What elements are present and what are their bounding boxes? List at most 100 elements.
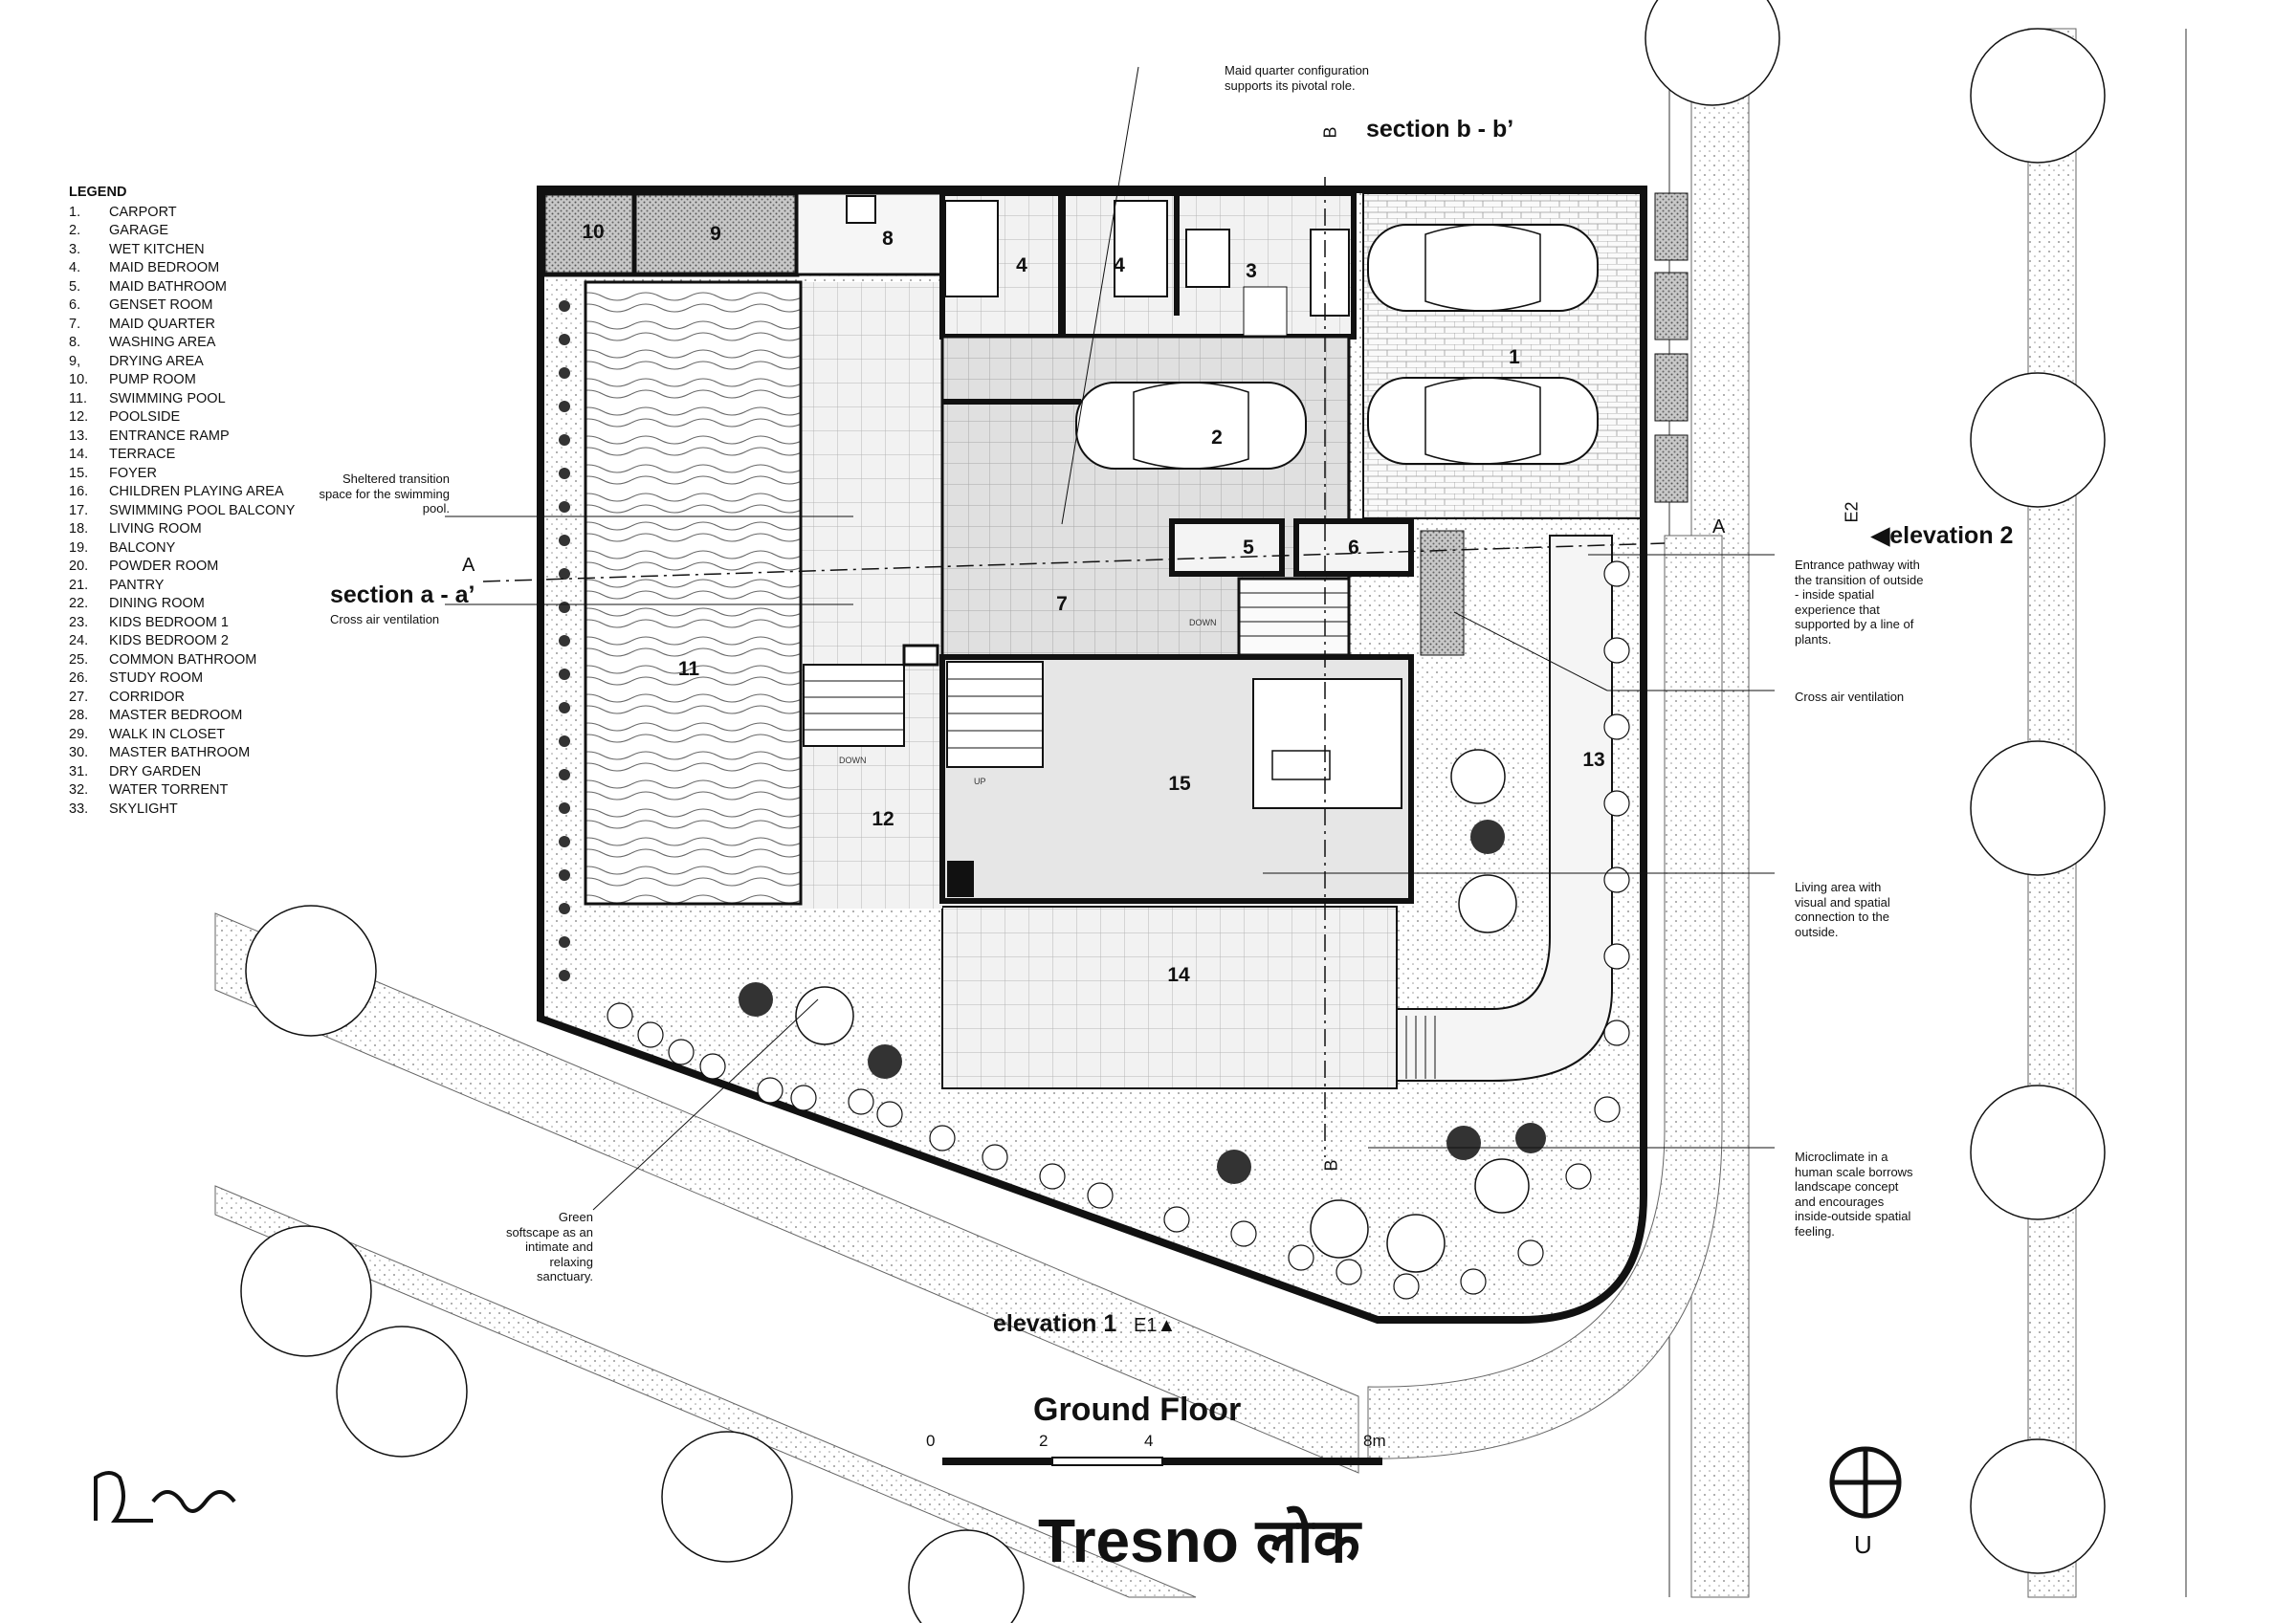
legend-item-number: 20. — [69, 559, 89, 574]
legend-item-label: POOLSIDE — [109, 409, 181, 425]
legend-item-number: 24. — [69, 633, 89, 648]
legend-item: 26.STUDY ROOM — [69, 669, 295, 689]
legend-item-number: 6. — [69, 297, 81, 313]
legend-item-number: 13. — [69, 428, 89, 444]
legend-item-label: BALCONY — [109, 539, 176, 556]
legend-item: 17.SWIMMING POOL BALCONY — [69, 502, 295, 521]
room-1-label: 1 — [1509, 346, 1520, 368]
drying-area — [631, 190, 800, 277]
legend-item: 25. COMMON BATHROOM — [69, 651, 295, 670]
section-lines — [482, 177, 1666, 1157]
legend-item-number: 21. — [69, 577, 89, 593]
legend-item: 9,DRYING AREA — [69, 353, 295, 372]
legend-item: 23.KIDS BEDROOM 1 — [69, 614, 295, 633]
room-6-label: 6 — [1348, 537, 1359, 559]
legend-item-number: 17. — [69, 502, 89, 518]
legend-item: 33.SKYLIGHT — [69, 801, 295, 820]
room-4b-label: 4 — [1114, 254, 1125, 276]
legend-item-label: LIVING ROOM — [109, 521, 202, 537]
legend-item: 5.MAID BATHROOM — [69, 278, 295, 297]
legend-item: 32. WATER TORRENT — [69, 781, 295, 801]
legend-item: 22.DINING ROOM — [69, 595, 295, 614]
scale-bar — [942, 1457, 1382, 1466]
legend-item: 1.CARPORT — [69, 204, 295, 223]
entrance-pathway-bed — [1420, 530, 1465, 656]
section-a-mark-right: A — [1712, 516, 1726, 537]
note-cross-air-right: Cross air ventilation — [1795, 690, 1905, 704]
legend-item-label: MAID BEDROOM — [109, 260, 220, 275]
planter-strips — [1654, 192, 1689, 503]
legend-item-number: 30. — [69, 745, 89, 760]
legend-item: 3.WET KITCHEN — [69, 241, 295, 260]
legend-item-label: DINING ROOM — [109, 596, 205, 611]
legend-item: 4.MAID BEDROOM — [69, 259, 295, 278]
legend-item-number: 25. — [69, 651, 89, 668]
legend-item: 16.CHILDREN PLAYING AREA — [69, 483, 295, 502]
legend-item: 24. KIDS BEDROOM 2 — [69, 632, 295, 651]
note-maid-quarter: Maid quarter configuration supports its … — [1225, 63, 1370, 93]
legend-item-number: 12. — [69, 409, 89, 425]
legend-item-number: 15. — [69, 465, 89, 481]
note-green-softscape: Green softscape as an intimate and relax… — [505, 1210, 593, 1283]
legend-item-number: 19. — [69, 539, 89, 556]
note-sheltered-transition: Sheltered transition space for the swimm… — [319, 472, 450, 515]
legend-item-label: WASHING AREA — [109, 335, 216, 350]
swimming-pool — [584, 280, 803, 906]
stair-service — [1237, 577, 1351, 657]
legend-item-label: MASTER BATHROOM — [109, 745, 251, 760]
legend-title: LEGEND — [69, 185, 127, 200]
scale-tick-0: 0 — [926, 1432, 936, 1450]
room-10-label: 10 — [582, 221, 605, 243]
room-9-label: 9 — [710, 223, 721, 245]
stair-up-label: UP — [974, 777, 986, 786]
scale-tick-2: 2 — [1039, 1432, 1049, 1450]
legend-item-label: WATER TORRENT — [109, 782, 229, 798]
palm-shrubs — [739, 820, 1546, 1184]
legend-item-label: GARAGE — [109, 223, 169, 238]
room-15-label: 15 — [1168, 773, 1191, 795]
room-12-label: 12 — [872, 808, 894, 830]
section-b-mark-bottom: B — [1321, 1159, 1341, 1172]
legend-item-number: 5. — [69, 278, 81, 295]
legend-item-number: 2. — [69, 223, 81, 238]
legend-item-label: COMMON BATHROOM — [109, 651, 257, 668]
legend-item-number: 28. — [69, 708, 89, 723]
entrance-ramp — [1396, 535, 1613, 1082]
legend-item: 10. PUMP ROOM — [69, 371, 295, 390]
legend-item: 8. WASHING AREA — [69, 334, 295, 353]
section-b-label: section b - b’ — [1366, 116, 1514, 143]
section-a-label: section a - a’ — [330, 581, 475, 608]
legend-item-label: PUMP ROOM — [109, 372, 196, 387]
legend-item-label: SKYLIGHT — [109, 801, 178, 817]
legend-item-label: CARPORT — [109, 204, 177, 220]
legend-item: 14.TERRACE — [69, 446, 295, 465]
room-2-label: 2 — [1211, 427, 1223, 449]
legend-item-number: 18. — [69, 521, 89, 537]
stair-down-label-1: DOWN — [1189, 618, 1217, 627]
car-garage — [1075, 382, 1307, 470]
living-sofa — [1252, 678, 1402, 809]
legend-item: 20.POWDER ROOM — [69, 558, 295, 577]
legend-item-label: STUDY ROOM — [109, 670, 204, 686]
legend-item-number: 8. — [69, 335, 81, 350]
legend-item-label: PANTRY — [109, 577, 165, 593]
legend-item-number: 7. — [69, 316, 81, 332]
legend-item: 15.FOYER — [69, 465, 295, 484]
legend-item-number: 10. — [69, 372, 89, 387]
legend-item-number: 23. — [69, 614, 89, 630]
legend-item: 28.MASTER BEDROOM — [69, 707, 295, 726]
legend-item-number: 32. — [69, 782, 89, 798]
note-microclimate: Microclimate in a human scale borrows la… — [1795, 1150, 1913, 1239]
note-entrance-pathway: Entrance pathway with the transition of … — [1795, 558, 1924, 647]
legend-item-label: KIDS BEDROOM 2 — [109, 633, 229, 648]
elevation-2-label: ◀elevation 2 — [1871, 522, 2014, 549]
genset-room — [1293, 518, 1414, 577]
legend-item-label: MAID QUARTER — [109, 316, 215, 332]
room-8-label: 8 — [882, 228, 894, 250]
legend-item: 31.DRY GARDEN — [69, 763, 295, 782]
room-14-label: 14 — [1167, 964, 1190, 986]
legend-item-number: 16. — [69, 484, 89, 499]
